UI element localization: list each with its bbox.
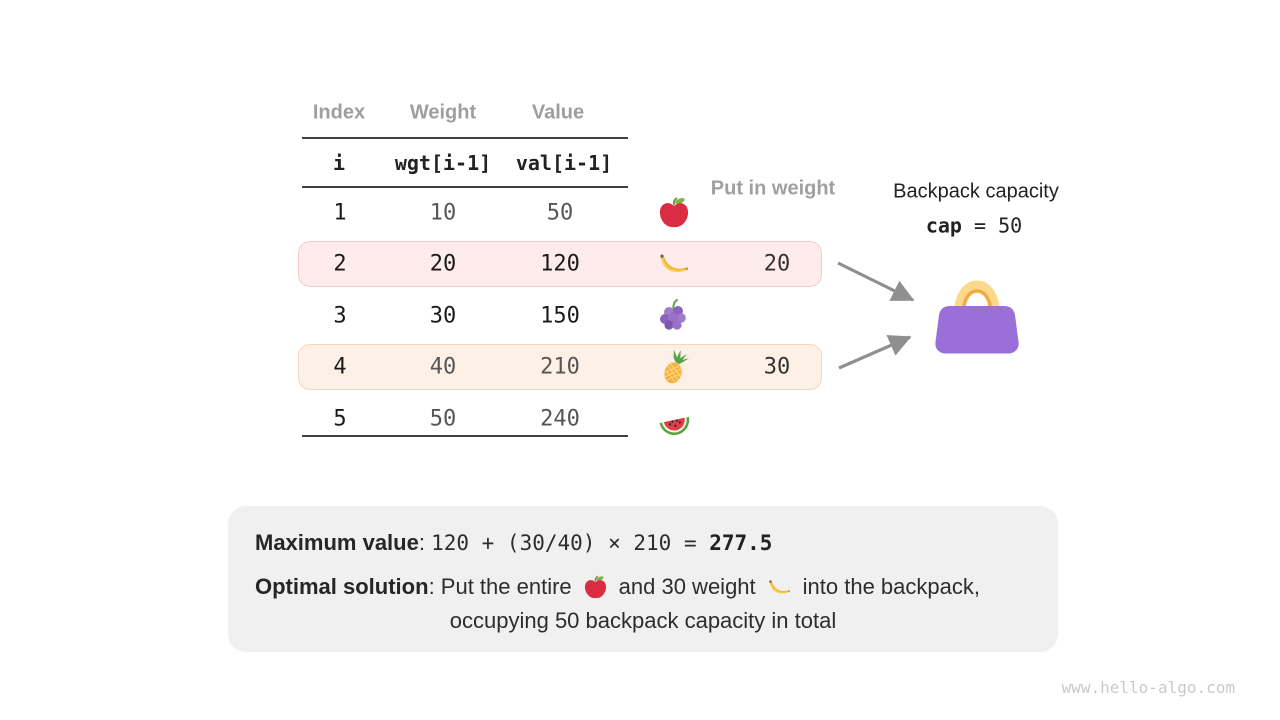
watermelon-icon — [656, 401, 692, 437]
row-weight: 40 — [429, 354, 457, 380]
table-rule-bottom — [302, 435, 628, 437]
column-header-weight: Weight — [409, 101, 477, 124]
code-header-wgt: wgt[i-1] — [394, 151, 492, 175]
optimal-line2-text: occupying 50 backpack capacity in total — [449, 608, 837, 633]
pineapple-icon — [656, 349, 692, 385]
table-row: 5 50 240 — [298, 396, 822, 442]
table-row: 2 20 120 20 — [298, 241, 822, 287]
row-index: 4 — [333, 354, 347, 380]
grapes-icon — [656, 298, 692, 334]
backpack-capacity-title: Backpack capacity — [893, 180, 1059, 203]
table-row: 3 30 150 — [298, 293, 822, 339]
row-index: 2 — [333, 251, 347, 277]
watermark: www.hello-algo.com — [1061, 678, 1235, 697]
handbag-icon — [929, 258, 1025, 358]
arrow-row2-to-bag — [837, 261, 915, 302]
put-in-weight-label: Put in weight — [710, 177, 836, 200]
row-put-in-weight: 30 — [763, 354, 791, 380]
summary-panel: Maximum value: 120 + (30/40) × 210 = 277… — [228, 506, 1058, 652]
row-value: 210 — [540, 354, 580, 380]
table-row: 1 10 50 — [298, 190, 822, 236]
optimal-text-3: into the backpack, — [802, 574, 980, 599]
table-row: 4 40 210 30 — [298, 344, 822, 390]
apple-icon — [582, 574, 609, 601]
row-value: 50 — [546, 200, 574, 225]
optimal-text-1: : Put the entire — [428, 574, 572, 599]
banana-icon — [656, 246, 692, 282]
row-put-in-weight: 20 — [763, 251, 791, 277]
apple-icon — [656, 195, 692, 231]
maximum-value-result: 277.5 — [709, 531, 773, 555]
optimal-solution-line2: occupying 50 backpack capacity in total — [228, 606, 1058, 636]
arrows-to-bag — [837, 261, 915, 370]
code-header-val: val[i-1] — [515, 151, 613, 175]
column-header-value: Value — [531, 101, 585, 124]
cap-rest: = 50 — [961, 213, 1023, 238]
arrow-row4-to-bag — [838, 335, 912, 370]
maximum-value-label: Maximum value — [255, 530, 419, 555]
row-index: 5 — [333, 406, 347, 431]
row-index: 1 — [333, 200, 347, 225]
backpack-capacity-value: cap = 50 — [926, 214, 1022, 239]
table-rule-mid — [302, 186, 628, 188]
row-value: 120 — [540, 251, 580, 277]
row-value: 240 — [540, 406, 580, 431]
row-weight: 50 — [429, 406, 457, 431]
maximum-value-line: Maximum value: 120 + (30/40) × 210 = 277… — [255, 526, 772, 560]
row-index: 3 — [333, 303, 347, 328]
column-header-index: Index — [312, 101, 366, 124]
code-header-i: i — [332, 151, 346, 175]
maximum-value-colon: : — [418, 530, 432, 555]
cap-code: cap — [925, 213, 962, 238]
optimal-solution-label: Optimal solution — [255, 574, 429, 599]
optimal-solution-line: Optimal solution: Put the entire and 30 w… — [255, 570, 980, 604]
maximum-value-expression: 120 + (30/40) × 210 = — [431, 531, 710, 555]
row-value: 150 — [540, 303, 580, 328]
row-weight: 10 — [429, 200, 457, 225]
row-weight: 30 — [429, 303, 457, 328]
table-rule-top — [302, 137, 628, 139]
optimal-text-2: and 30 weight — [618, 574, 756, 599]
row-weight: 20 — [429, 251, 457, 277]
banana-icon — [766, 574, 793, 601]
